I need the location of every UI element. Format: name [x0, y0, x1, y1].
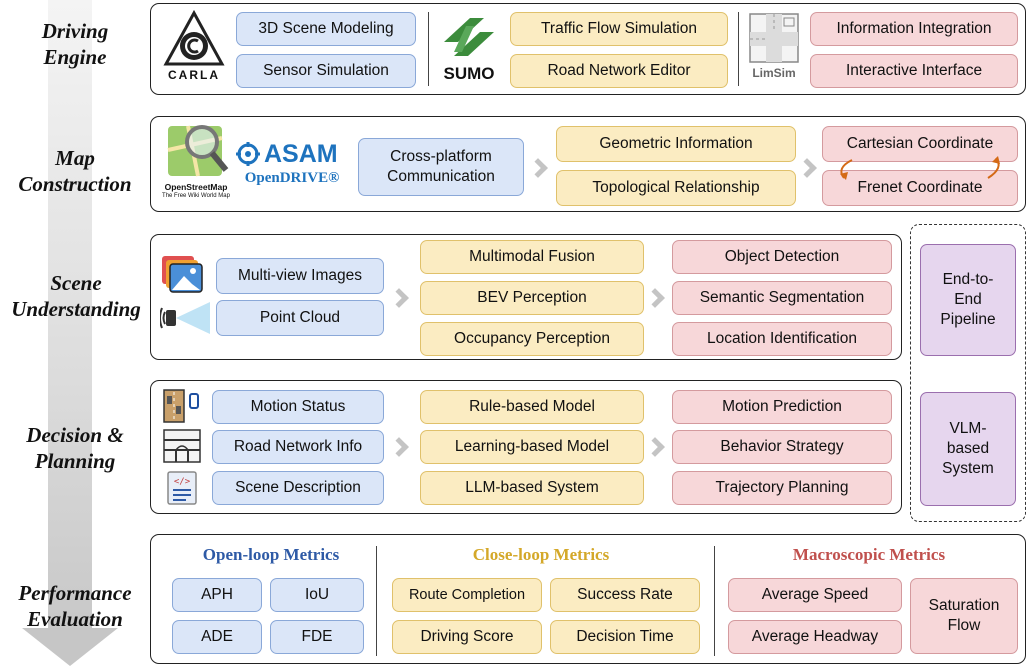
scene-task: Object Detection	[672, 240, 892, 274]
flow-arrow-head	[22, 628, 118, 666]
cross-platform-communication: Cross-platform Communication	[358, 138, 524, 196]
limsim-icon	[749, 13, 799, 63]
decision-model: LLM-based System	[420, 471, 644, 505]
close-loop-title: Close-loop Metrics	[472, 545, 610, 564]
opendrive-label: OpenDRIVE®	[244, 170, 340, 186]
scene-method: BEV Perception	[420, 281, 644, 315]
close-loop-metric: Decision Time	[550, 620, 700, 654]
flow-arrow-shaft	[48, 0, 92, 630]
macro-metric: Average Headway	[728, 620, 902, 654]
decision-output: Motion Prediction	[672, 390, 892, 424]
macro-metric: Average Speed	[728, 578, 902, 612]
decision-output: Behavior Strategy	[672, 430, 892, 464]
open-loop-metric: FDE	[270, 620, 364, 654]
sumo-item: Traffic Flow Simulation	[510, 12, 728, 46]
separator	[376, 546, 377, 656]
limsim-item: Interactive Interface	[810, 54, 1018, 88]
scene-method: Occupancy Perception	[420, 322, 644, 356]
carla-label: CARLA	[168, 68, 220, 82]
sumo-icon	[444, 18, 494, 56]
coordinate-item: Cartesian Coordinate	[822, 126, 1018, 162]
carla-item: 3D Scene Modeling	[236, 12, 416, 46]
coordinate-transform-arrows	[840, 156, 1000, 180]
map-info-item: Geometric Information	[556, 126, 796, 162]
asam-opendrive-logo: ASAM OpenDRIVE®	[234, 140, 350, 190]
svg-text:</>: </>	[174, 477, 191, 487]
coordinate-item: Frenet Coordinate	[822, 170, 1018, 206]
asam-icon	[236, 142, 260, 166]
scene-task: Location Identification	[672, 322, 892, 356]
images-icon	[162, 256, 203, 293]
limsim-item: Information Integration	[810, 12, 1018, 46]
osm-subtitle: The Free Wiki World Map	[162, 193, 230, 199]
open-loop-title: Open-loop Metrics	[202, 545, 340, 564]
limsim-label: LimSim	[752, 66, 796, 80]
road-network-icon	[163, 429, 201, 463]
sumo-logo: SUMO	[436, 12, 502, 86]
macroscopic-title: Macroscopic Metrics	[792, 545, 946, 564]
scene-description-icon: </>	[167, 471, 197, 505]
decision-model: Rule-based Model	[420, 390, 644, 424]
lidar-icon	[160, 302, 210, 334]
decision-input: Road Network Info	[212, 430, 384, 464]
separator	[738, 12, 739, 86]
open-loop-metric: ADE	[172, 620, 262, 654]
carla-icon	[163, 9, 225, 66]
sumo-label: SUMO	[443, 64, 495, 83]
carla-item: Sensor Simulation	[236, 54, 416, 88]
decision-input: Motion Status	[212, 390, 384, 424]
scene-input: Multi-view Images	[216, 258, 384, 294]
scene-input: Point Cloud	[216, 300, 384, 336]
open-loop-metric: IoU	[270, 578, 364, 612]
separator	[714, 546, 715, 656]
limsim-logo: LimSim	[746, 12, 802, 86]
map-info-item: Topological Relationship	[556, 170, 796, 206]
decision-model: Learning-based Model	[420, 430, 644, 464]
map-magnifier-icon	[167, 125, 229, 177]
motion-status-icon	[163, 389, 199, 423]
stage-decision-planning: Decision &Planning	[26, 423, 124, 473]
close-loop-metric: Success Rate	[550, 578, 700, 612]
pipeline-container	[910, 224, 1026, 522]
osm-title: OpenStreetMap	[164, 182, 228, 192]
osm-logo: OpenStreetMap The Free Wiki World Map	[158, 120, 234, 206]
sumo-item: Road Network Editor	[510, 54, 728, 88]
close-loop-metric: Route Completion	[392, 578, 542, 612]
close-loop-metric: Driving Score	[392, 620, 542, 654]
open-loop-metric: APH	[172, 578, 262, 612]
asam-label: ASAM	[264, 140, 338, 168]
separator	[428, 12, 429, 86]
scene-method: Multimodal Fusion	[420, 240, 644, 274]
decision-input: Scene Description	[212, 471, 384, 505]
decision-output: Trajectory Planning	[672, 471, 892, 505]
carla-logo: CARLA	[162, 9, 226, 84]
scene-task: Semantic Segmentation	[672, 281, 892, 315]
